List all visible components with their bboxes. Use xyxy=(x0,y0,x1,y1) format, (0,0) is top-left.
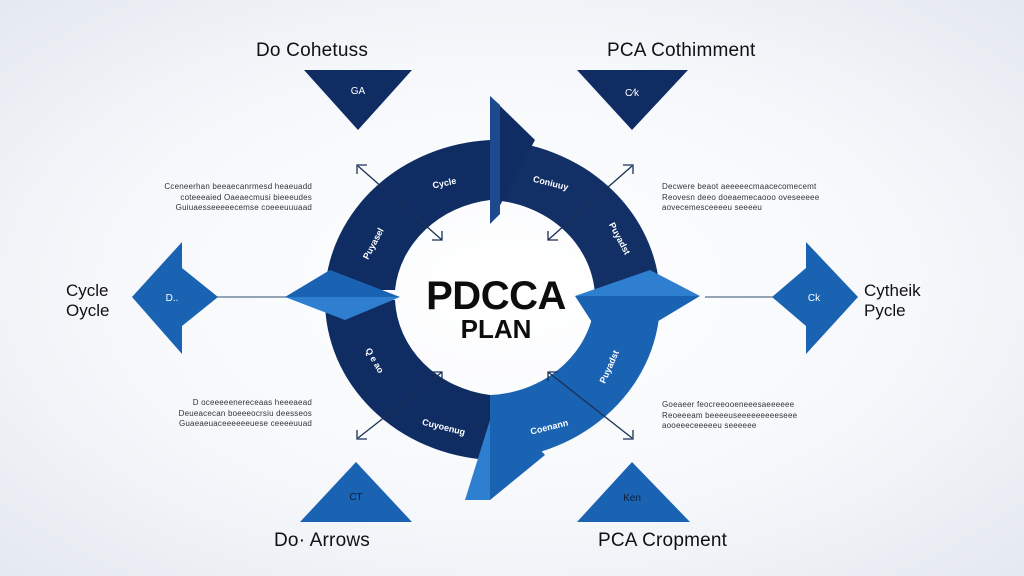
corner-label-bottom-left: Do· Arrows xyxy=(274,530,370,551)
note-line: Goeaeer feocreeooeneeesaeeeeee xyxy=(662,400,795,409)
note-bottom-left: D oceeeeenereceaas heeeaead Deueacecan b… xyxy=(120,398,312,430)
ring-arrowhead-bottom-light xyxy=(465,420,490,500)
ring-arrowhead-left xyxy=(285,270,400,297)
side-label-left-line2: Oycle xyxy=(66,301,110,320)
ring-arrowhead-left-top xyxy=(285,297,400,320)
note-top-left: Cceneerhan beeaecanrmesd heaeuadd coteee… xyxy=(120,182,312,214)
ring-arrowhead-right xyxy=(575,296,700,350)
ring-arrowhead-bottom xyxy=(490,395,545,500)
marker-text-left: D.. xyxy=(166,293,179,304)
ring-segment-bottom-left xyxy=(324,300,490,460)
marker-text-top-right: C⁄k xyxy=(625,88,640,99)
corner-label-top-right: PCA Cothimment xyxy=(607,40,756,61)
center-title: PDCCA xyxy=(426,274,566,318)
note-line: Guaeaeuaceeeeeeuese ceeeeuuad xyxy=(178,419,312,428)
ring-label-top-left: Cycle xyxy=(432,176,458,191)
ring-arrowhead-top-shadow xyxy=(490,96,500,224)
side-label-right-line1: Cytheik xyxy=(864,281,921,300)
note-line: coteeeaied Oaeaecmusi bieeeudes xyxy=(180,192,312,202)
note-line: Reoeeeam beeeeuseeeeeeeeeseee xyxy=(662,410,798,420)
marker-text-right: Ck xyxy=(808,293,821,304)
side-marker-right xyxy=(772,242,858,354)
corner-triangle-top-left xyxy=(304,70,412,130)
marker-text-bottom-right: Ken xyxy=(623,493,641,504)
note-line: D oceeeeenereceaas heeeaead xyxy=(192,398,312,407)
note-bottom-right: Goeaeer feocreeooeneeesaeeeeee Reoeeeam … xyxy=(662,400,862,432)
center-subtitle: PLAN xyxy=(460,314,532,344)
diagonal-arrows xyxy=(356,164,634,440)
marker-text-top-left: GA xyxy=(351,86,366,97)
ring-arrowhead-top xyxy=(490,96,535,224)
ring-arrowhead-right-top xyxy=(575,270,700,296)
side-label-left: Cycle Oycle xyxy=(66,281,109,321)
side-label-right-line2: Pycle xyxy=(864,301,906,320)
note-line: Guiuaesseeeeecemse coeeeuuuaad xyxy=(175,203,312,212)
ring-segment-top-left xyxy=(325,140,490,290)
corner-label-top-left: Do Cohetuss xyxy=(256,40,369,61)
note-line: Decwere beaot aeeeeecmaacecomecemt xyxy=(662,182,817,191)
side-marker-left xyxy=(132,242,218,354)
marker-text-bottom-left: CT xyxy=(349,492,362,503)
note-line: Reovesn deeo doeaemecaooo oveseeeee xyxy=(662,192,820,202)
side-label-right: Cytheik Pycle xyxy=(864,281,921,321)
side-label-left-line1: Cycle xyxy=(66,281,109,300)
corner-triangle-top-right xyxy=(577,70,688,130)
note-line: Deueacecan boeeeocrsiu deesseos xyxy=(178,408,312,418)
note-top-right: Decwere beaot aeeeeecmaacecomecemt Reove… xyxy=(662,182,862,214)
corner-label-bottom-right: PCA Cropment xyxy=(598,530,728,551)
note-line: aooeeeceeeeeu seeeeee xyxy=(662,421,757,430)
corner-triangle-bottom-left xyxy=(300,462,412,522)
ring-segment-top-right xyxy=(490,140,660,295)
note-line: aovecemesceeeeu seeeeu xyxy=(662,203,763,212)
note-line: Cceneerhan beeaecanrmesd heaeuadd xyxy=(164,182,312,191)
corner-triangle-bottom-right xyxy=(577,462,690,522)
